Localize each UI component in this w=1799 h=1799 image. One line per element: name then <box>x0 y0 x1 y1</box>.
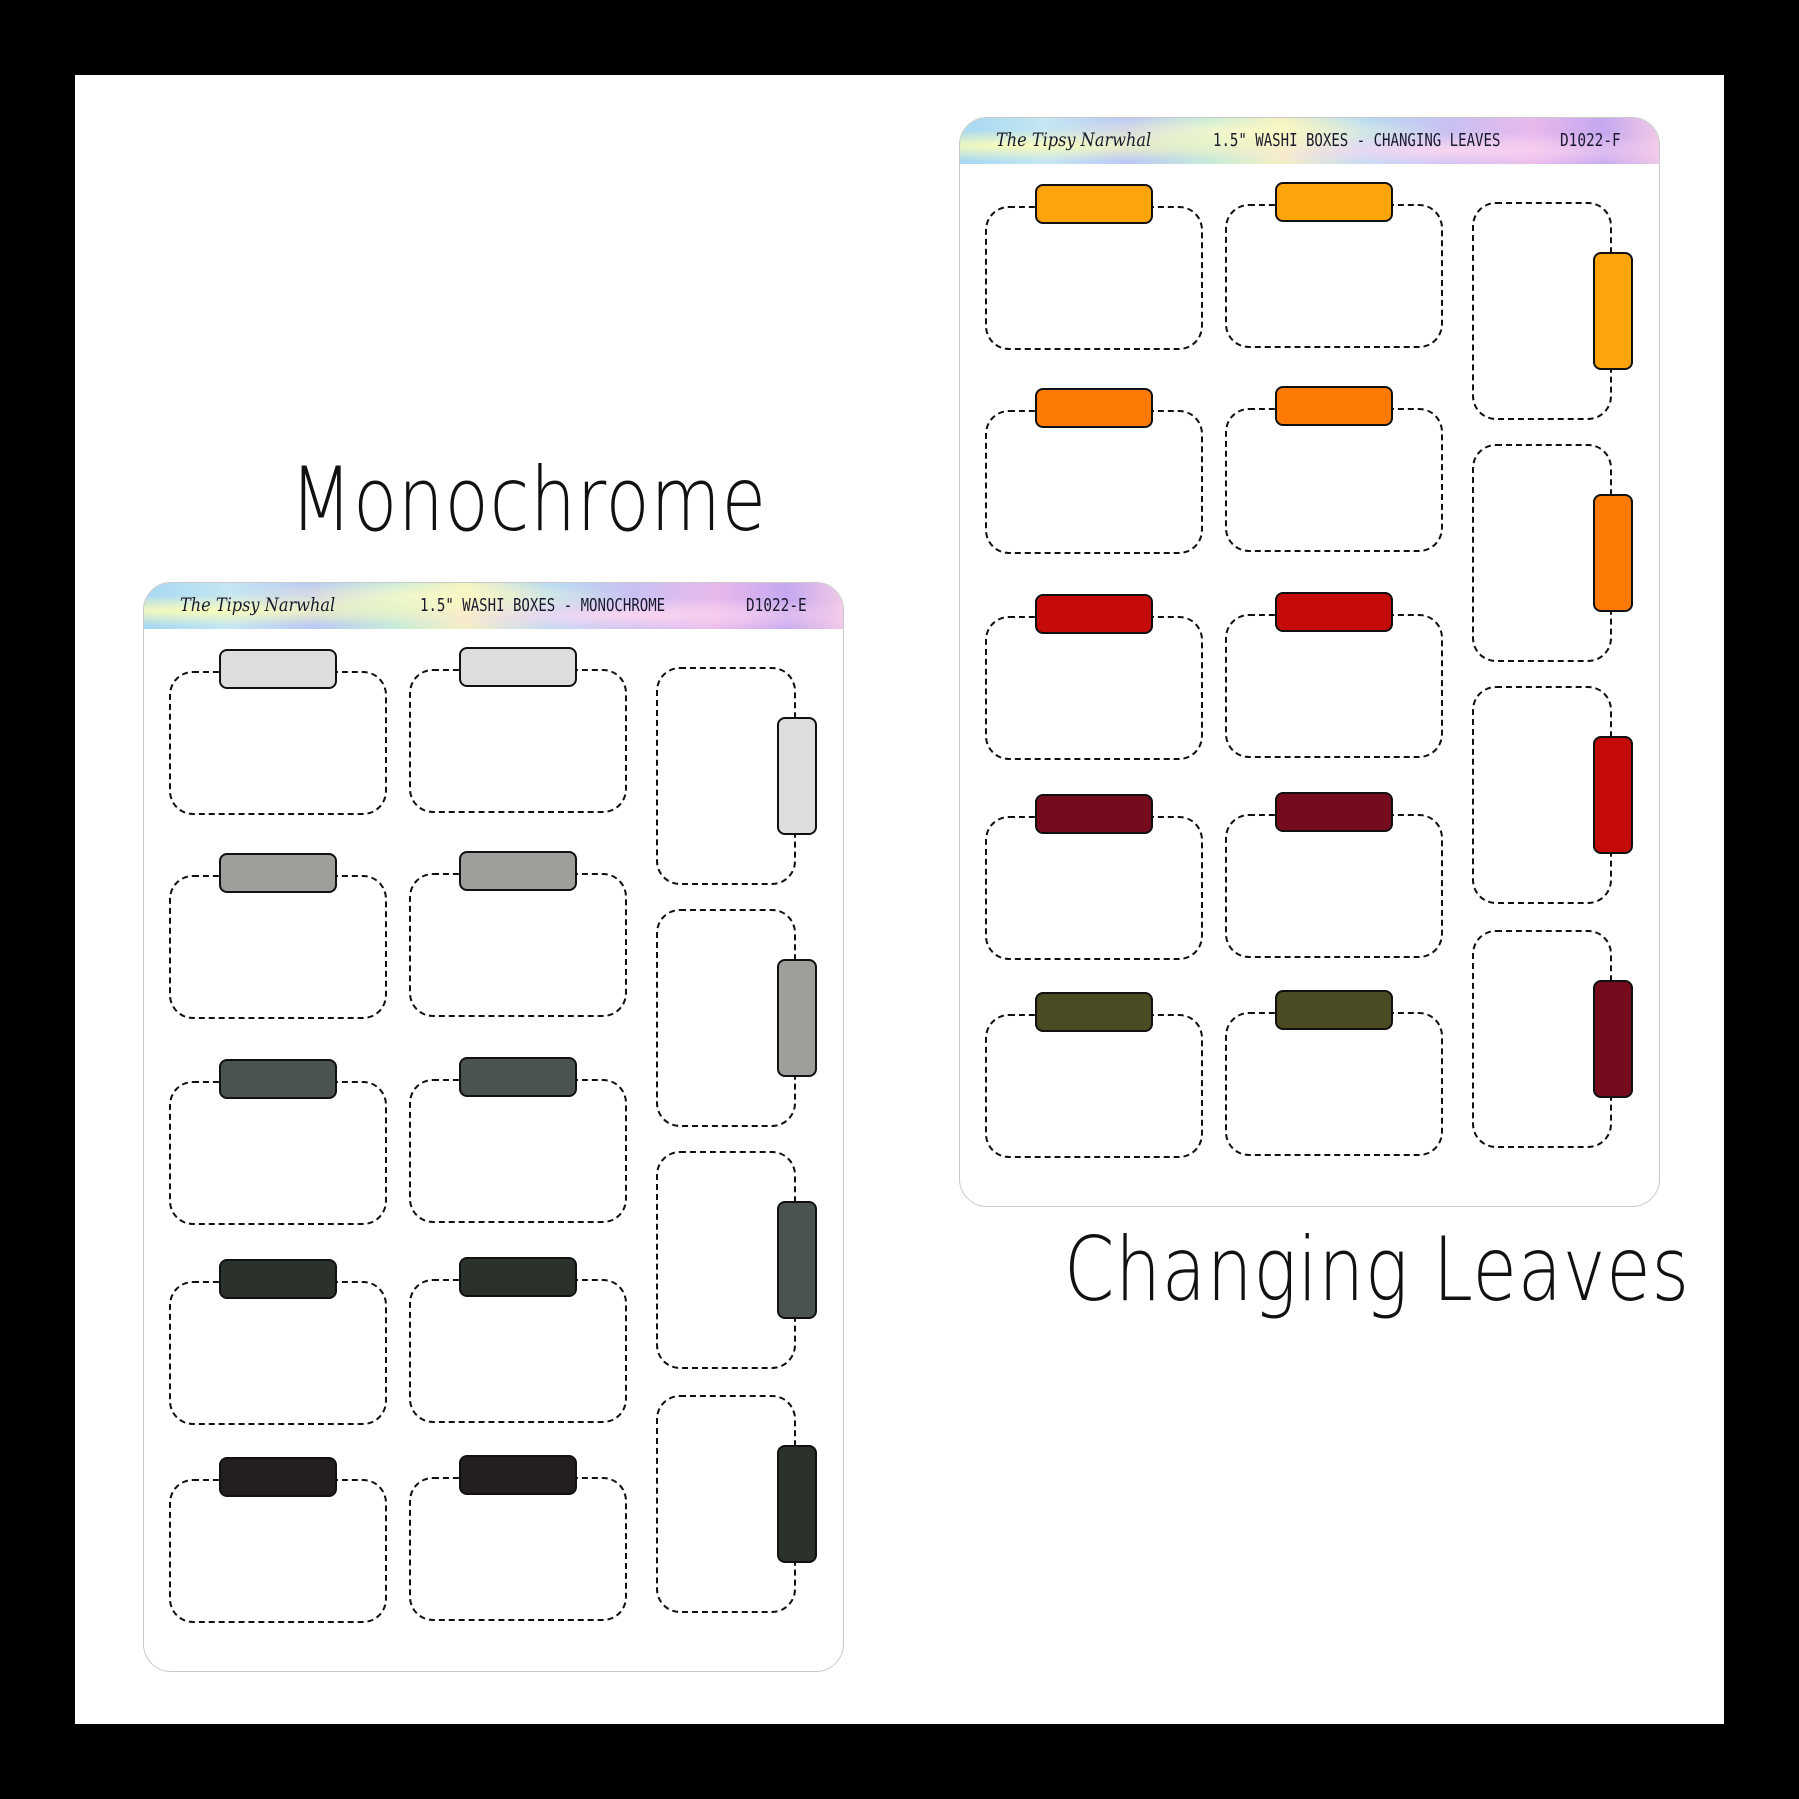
washi-box-vertical <box>1472 930 1612 1148</box>
washi-box-horizontal <box>409 1279 627 1423</box>
washi-box-horizontal <box>409 1079 627 1223</box>
washi-box-horizontal <box>1225 408 1443 552</box>
washi-tab <box>1275 990 1393 1030</box>
sheet-code: D1022-F <box>1560 130 1621 151</box>
sheet-title: 1.5" WASHI BOXES - CHANGING LEAVES <box>1213 130 1501 151</box>
brand-logo-text: The Tipsy Narwhal <box>996 129 1152 151</box>
washi-box-horizontal <box>169 1479 387 1623</box>
washi-tab <box>219 649 337 689</box>
washi-tab <box>1275 792 1393 832</box>
washi-tab <box>1275 592 1393 632</box>
washi-tab <box>1035 992 1153 1032</box>
washi-tab <box>219 1259 337 1299</box>
sheet-title: 1.5" WASHI BOXES - MONOCHROME <box>420 595 666 616</box>
washi-box-horizontal <box>169 875 387 1019</box>
washi-box-vertical <box>656 909 796 1127</box>
washi-tab <box>1035 388 1153 428</box>
sheet-header: The Tipsy Narwhal 1.5" WASHI BOXES - CHA… <box>960 118 1659 164</box>
washi-box-vertical <box>656 1151 796 1369</box>
washi-tab <box>219 853 337 893</box>
washi-tab <box>219 1457 337 1497</box>
washi-tab-vertical <box>777 1445 817 1563</box>
washi-box-vertical <box>656 1395 796 1613</box>
washi-box-horizontal <box>1225 1012 1443 1156</box>
washi-box-horizontal <box>409 1477 627 1621</box>
washi-box-horizontal <box>1225 614 1443 758</box>
washi-tab-vertical <box>1593 494 1633 612</box>
washi-tab-vertical <box>1593 980 1633 1098</box>
washi-box-horizontal <box>1225 814 1443 958</box>
washi-tab <box>1275 386 1393 426</box>
washi-box-vertical <box>656 667 796 885</box>
washi-box-horizontal <box>985 410 1203 554</box>
washi-tab <box>1275 182 1393 222</box>
left-caption: Monochrome <box>290 448 767 551</box>
washi-tab <box>459 1057 577 1097</box>
washi-tab <box>459 851 577 891</box>
sheet-header: The Tipsy Narwhal 1.5" WASHI BOXES - MON… <box>144 583 843 629</box>
washi-box-horizontal <box>985 206 1203 350</box>
washi-tab <box>459 1455 577 1495</box>
washi-tab-vertical <box>1593 252 1633 370</box>
washi-tab <box>1035 594 1153 634</box>
washi-tab-vertical <box>1593 736 1633 854</box>
right-caption: Changing Leaves <box>1064 1218 1690 1321</box>
washi-box-vertical <box>1472 444 1612 662</box>
washi-box-vertical <box>1472 686 1612 904</box>
washi-box-vertical <box>1472 202 1612 420</box>
brand-logo-text: The Tipsy Narwhal <box>180 594 336 616</box>
washi-tab-vertical <box>777 959 817 1077</box>
sticker-sheet-monochrome: The Tipsy Narwhal 1.5" WASHI BOXES - MON… <box>143 582 844 1672</box>
washi-tab-vertical <box>777 1201 817 1319</box>
sheet-code: D1022-E <box>746 595 807 616</box>
washi-box-horizontal <box>169 671 387 815</box>
washi-tab <box>1035 184 1153 224</box>
washi-tab <box>1035 794 1153 834</box>
washi-box-horizontal <box>169 1281 387 1425</box>
washi-box-horizontal <box>985 1014 1203 1158</box>
washi-tab <box>459 647 577 687</box>
washi-box-horizontal <box>1225 204 1443 348</box>
washi-box-horizontal <box>169 1081 387 1225</box>
washi-box-horizontal <box>985 816 1203 960</box>
washi-box-horizontal <box>409 873 627 1017</box>
washi-tab <box>459 1257 577 1297</box>
washi-box-horizontal <box>985 616 1203 760</box>
sticker-sheet-changing-leaves: The Tipsy Narwhal 1.5" WASHI BOXES - CHA… <box>959 117 1660 1207</box>
washi-tab-vertical <box>777 717 817 835</box>
washi-tab <box>219 1059 337 1099</box>
washi-box-horizontal <box>409 669 627 813</box>
